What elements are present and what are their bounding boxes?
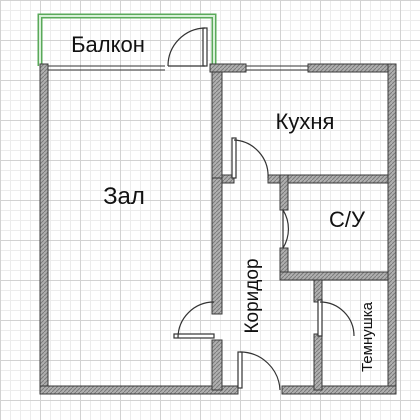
balcony-walls (37, 13, 217, 66)
wall-segment (313, 333, 323, 391)
room-label-corridor: Коридор (242, 258, 263, 333)
wall-segment (209, 63, 247, 73)
wall-segment (281, 385, 397, 395)
kitchen-door (231, 137, 269, 179)
wall-segment (279, 271, 389, 281)
room-label-kitchen: Кухня (276, 109, 335, 134)
wall-segment (211, 71, 223, 183)
storage-door (317, 299, 355, 337)
interior-walls (211, 71, 389, 391)
wall-segment (221, 174, 235, 184)
wall-segment (211, 339, 223, 391)
wall-segment (39, 63, 49, 395)
outer-walls (39, 63, 397, 395)
wall-segment (387, 63, 397, 395)
windows (48, 65, 308, 71)
wall-segment (279, 174, 289, 211)
wall-segment (313, 279, 323, 303)
wall-segment (307, 63, 397, 73)
wall-segment (267, 174, 389, 184)
room-label-balcony: Балкон (71, 32, 145, 57)
bathroom-door (282, 209, 289, 249)
room-label-hall: Зал (103, 183, 145, 210)
entrance-door (237, 351, 281, 391)
wall-segment (211, 177, 223, 315)
hall-door (173, 301, 215, 339)
room-label-storage: Темнушка (359, 301, 376, 372)
room-label-bathroom: С/У (329, 207, 366, 232)
balcony-door (167, 27, 208, 67)
doors (167, 27, 355, 391)
wall-segment (39, 385, 239, 395)
